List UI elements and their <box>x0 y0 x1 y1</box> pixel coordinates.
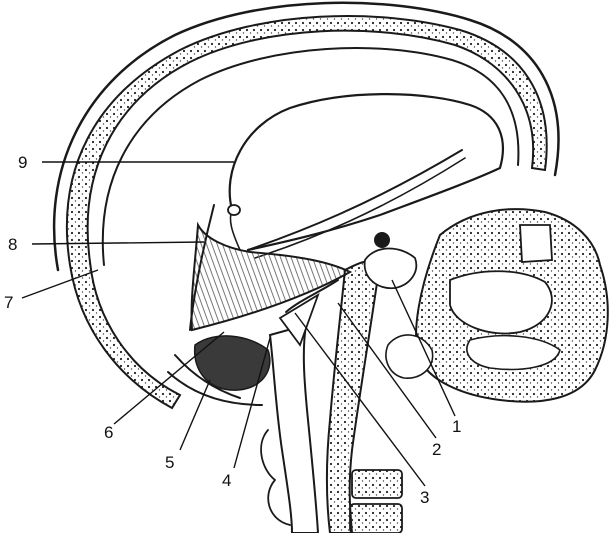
label-8: 8 <box>8 235 17 254</box>
label-3: 3 <box>420 488 429 507</box>
sinus-node-left <box>228 205 240 215</box>
falx-inner-edge <box>230 210 240 250</box>
straight-sinus <box>248 150 462 250</box>
sella-turcica <box>365 248 417 288</box>
nasal-cavity <box>450 271 552 333</box>
label-9: 9 <box>18 153 27 172</box>
leader-8 <box>32 242 204 244</box>
vertebra-2 <box>350 504 402 533</box>
label-4: 4 <box>222 471 231 490</box>
brainstem <box>270 325 318 533</box>
label-6: 6 <box>104 423 113 442</box>
mandible-hollow <box>386 335 433 378</box>
tentorium-cerebelli <box>192 225 350 330</box>
label-1: 1 <box>452 417 461 436</box>
vertebra-1 <box>352 470 402 498</box>
straight-sinus-lower <box>255 158 465 258</box>
hypophysis <box>374 232 390 248</box>
label-7: 7 <box>4 293 13 312</box>
label-2: 2 <box>432 440 441 459</box>
orbit <box>520 225 552 262</box>
label-5: 5 <box>165 453 174 472</box>
